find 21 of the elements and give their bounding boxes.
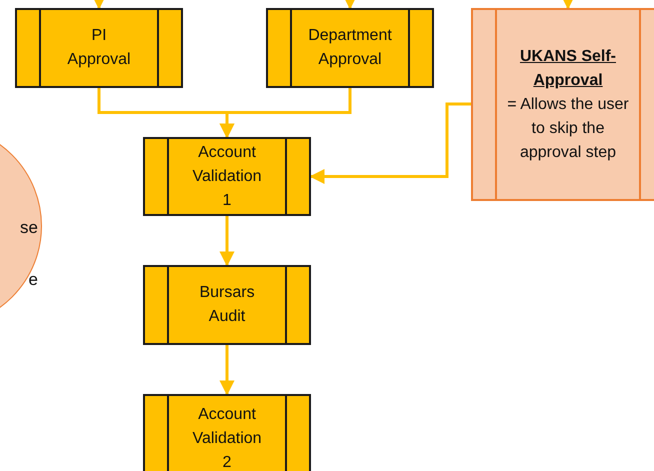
arrow bbox=[92, 0, 106, 10]
circle-text: se bbox=[20, 218, 38, 238]
arrow bbox=[310, 102, 471, 184]
process-box bbox=[143, 265, 311, 345]
box-text: Bursars Audit bbox=[198, 283, 256, 327]
box-text: Account Validation 2 bbox=[191, 405, 263, 471]
arrow bbox=[342, 0, 358, 10]
process-box bbox=[15, 8, 183, 88]
arrow bbox=[220, 88, 352, 138]
box-title: UKANS Self-Approval bbox=[518, 46, 617, 90]
process-box bbox=[266, 8, 434, 88]
box-text: Account Validation 1 bbox=[191, 142, 263, 210]
box-text: PI Approval bbox=[66, 26, 132, 70]
arrow bbox=[560, 0, 576, 10]
arrow bbox=[220, 345, 234, 396]
circle-text: e bbox=[28, 270, 38, 290]
box-text: = Allows the user to skip the approval step bbox=[507, 94, 629, 162]
box-text: Department Approval bbox=[308, 26, 392, 70]
process-box bbox=[143, 137, 311, 216]
arrow bbox=[220, 216, 234, 266]
process-box bbox=[471, 8, 654, 201]
